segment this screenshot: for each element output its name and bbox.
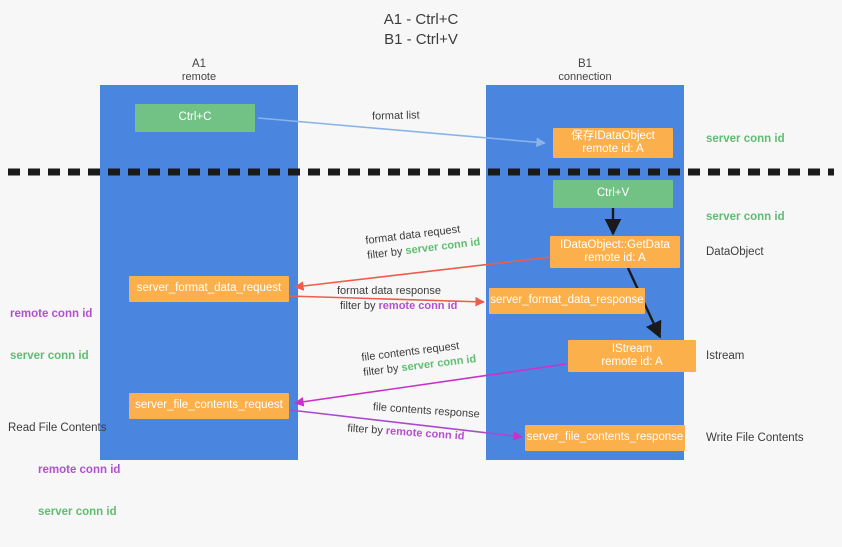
left-label-format-server-conn-id: server conn id bbox=[10, 350, 89, 362]
lane-header-a1-title: A1 bbox=[191, 58, 207, 70]
lane-header-b1-title: B1 bbox=[577, 58, 593, 70]
node-idataobject-getdata-line1: IDataObject::GetData bbox=[560, 238, 670, 251]
node-idataobject-getdata[interactable]: IDataObject::GetData remote id: A bbox=[550, 236, 680, 268]
edge-label-format-list: format list bbox=[372, 108, 420, 124]
left-label-read-server-conn-id: server conn id bbox=[38, 506, 117, 518]
node-server-format-data-response-label: server_format_data_response bbox=[490, 294, 644, 307]
right-label-dataobject: DataObject bbox=[706, 246, 764, 258]
lane-header-a1: A1 remote bbox=[100, 58, 298, 84]
node-ctrl-v[interactable]: Ctrl+V bbox=[553, 180, 673, 208]
right-label-istream: Istream bbox=[706, 350, 745, 362]
right-label-server-conn-id-2: server conn id bbox=[706, 211, 785, 223]
node-save-idataobject[interactable]: 保存IDataObject remote id: A bbox=[553, 128, 673, 158]
right-label-server-conn-id-1: server conn id bbox=[706, 133, 785, 145]
edge-label-format-data-response-line1: format data response bbox=[337, 285, 441, 297]
left-label-read-file-contents-title: Read File Contents bbox=[8, 422, 107, 434]
edge-label-format-data-response: format data response filter by remote co… bbox=[337, 284, 457, 314]
left-label-format-conn-ids: remote conn id server conn id bbox=[10, 279, 92, 391]
sequence-diagram: A1 - Ctrl+C B1 - Ctrl+V A1 remote B1 con… bbox=[0, 10, 842, 518]
node-save-idataobject-line2: remote id: A bbox=[582, 143, 644, 155]
edge-label-file-contents-request: file contents request filter by server c… bbox=[361, 337, 478, 381]
page-title: A1 - Ctrl+C B1 - Ctrl+V bbox=[0, 10, 842, 50]
node-istream-line1: IStream bbox=[611, 342, 653, 355]
node-server-format-data-request-label: server_format_data_request bbox=[136, 282, 282, 295]
left-label-read-file-contents: Read File Contents remote conn id server… bbox=[8, 393, 120, 547]
left-label-format-remote-conn-id: remote conn id bbox=[10, 308, 93, 320]
node-istream-line2: remote id: A bbox=[601, 356, 663, 368]
edge-label-format-list-line1: format list bbox=[371, 109, 420, 123]
node-ctrl-c-label: Ctrl+C bbox=[178, 111, 212, 124]
edge-label-file-contents-request-prefix: filter by bbox=[362, 362, 403, 379]
lane-header-a1-subtitle: remote bbox=[181, 71, 217, 83]
node-server-file-contents-request-label: server_file_contents_request bbox=[135, 399, 283, 412]
node-server-format-data-response[interactable]: server_format_data_response bbox=[489, 288, 645, 314]
edge-label-format-data-response-highlight: remote conn id bbox=[378, 300, 458, 312]
node-server-format-data-request[interactable]: server_format_data_request bbox=[129, 276, 289, 302]
lane-header-b1-subtitle: connection bbox=[558, 71, 612, 83]
left-label-read-remote-conn-id: remote conn id bbox=[38, 464, 121, 476]
right-label-write-file-contents: Write File Contents bbox=[706, 432, 804, 444]
node-istream[interactable]: IStream remote id: A bbox=[568, 340, 696, 372]
node-ctrl-v-label: Ctrl+V bbox=[596, 187, 630, 200]
edge-label-file-contents-response-line2: filter by remote conn id bbox=[347, 421, 479, 445]
title-line-2: B1 - Ctrl+V bbox=[384, 31, 458, 48]
node-idataobject-getdata-line2: remote id: A bbox=[584, 252, 646, 264]
node-save-idataobject-line1: 保存IDataObject bbox=[571, 129, 655, 142]
edge-label-format-data-request: format data request filter by server con… bbox=[365, 220, 482, 264]
node-server-file-contents-request[interactable]: server_file_contents_request bbox=[129, 393, 289, 419]
edge-label-format-data-response-prefix: filter by bbox=[340, 300, 379, 312]
node-ctrl-c[interactable]: Ctrl+C bbox=[135, 104, 255, 132]
edge-label-file-contents-response-line1: file contents response bbox=[372, 401, 481, 421]
edge-label-file-contents-response: file contents response filter by remote … bbox=[347, 398, 480, 445]
lane-header-b1: B1 connection bbox=[486, 58, 684, 84]
edge-label-file-contents-response-highlight: remote conn id bbox=[385, 425, 465, 443]
edge-label-file-contents-response-prefix: filter by bbox=[346, 422, 387, 438]
edge-label-format-data-request-prefix: filter by bbox=[366, 245, 407, 262]
node-server-file-contents-response[interactable]: server_file_contents_response bbox=[525, 425, 685, 451]
node-server-file-contents-response-label: server_file_contents_response bbox=[526, 431, 684, 444]
edge-label-format-data-response-line2: filter by remote conn id bbox=[340, 299, 457, 314]
title-line-1: A1 - Ctrl+C bbox=[383, 11, 459, 28]
